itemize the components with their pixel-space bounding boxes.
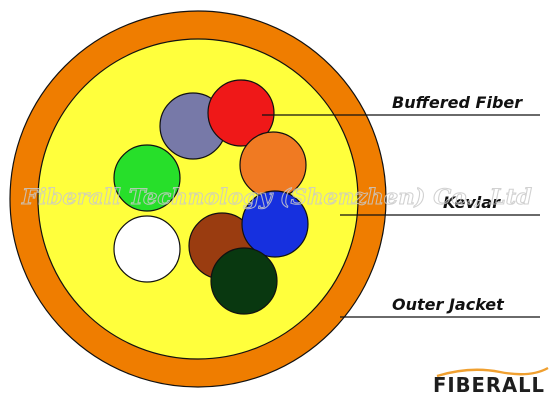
logo-swoosh-icon: [436, 366, 549, 378]
fiber-darkgreen: [210, 247, 278, 315]
kevlar-layer: [37, 38, 359, 360]
fiber-blue: [241, 190, 309, 258]
label-buffered-fiber: Buffered Fiber: [392, 93, 523, 112]
fiber-red: [207, 79, 275, 147]
label-kevlar: Kevlar: [443, 193, 501, 212]
fiberall-logo: FIBERALL: [433, 366, 549, 397]
watermark: Fiberall Technology (Shenzhen) Co., Ltd: [21, 184, 532, 209]
fiber-green: [113, 144, 181, 212]
label-outer-jacket: Outer Jacket: [392, 295, 505, 314]
logo-text: FIBERALL: [433, 373, 545, 397]
fiber-white: [113, 215, 181, 283]
